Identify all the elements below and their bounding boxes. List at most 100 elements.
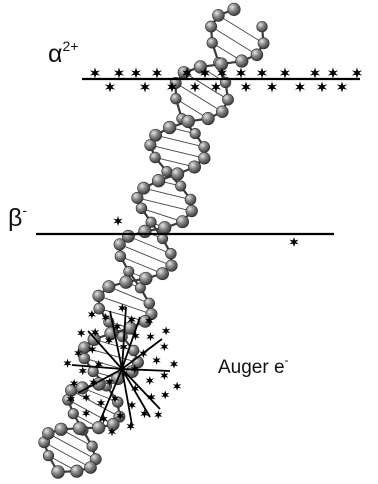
- alpha-ionization-star: [337, 81, 347, 93]
- auger-electron-ray: [121, 368, 161, 410]
- auger-electron-ray: [121, 368, 151, 418]
- base-pair-rung: [137, 197, 192, 212]
- nucleotide-bead: [87, 366, 99, 378]
- nucleotide-bead: [212, 9, 225, 22]
- base-pair-rung: [119, 243, 172, 267]
- nucleotide-bead: [42, 427, 55, 440]
- nucleotide-bead: [42, 450, 55, 462]
- alpha-ionization-star: [211, 81, 221, 93]
- auger-electron-ray: [77, 368, 123, 394]
- nucleotide-bead: [235, 54, 249, 68]
- base-pair-rung: [141, 207, 183, 223]
- base-pair-rung: [218, 15, 264, 44]
- nucleotide-bead: [187, 160, 202, 174]
- dna-helix-icon: [38, 2, 270, 479]
- auger-ionization-star: [160, 342, 169, 352]
- alpha-ionization-star: [152, 67, 162, 79]
- beta-ionization-star: [289, 236, 299, 248]
- nucleotide-bead: [131, 191, 144, 204]
- nucleotide-bead: [198, 141, 211, 153]
- nucleotide-bead: [185, 204, 198, 218]
- nucleotide-bead: [135, 202, 148, 215]
- base-pair-rung: [175, 82, 223, 113]
- nucleotide-bead: [51, 465, 65, 479]
- base-pair-rung: [210, 26, 258, 56]
- nucleotide-bead: [161, 165, 173, 178]
- alpha-ionization-star: [241, 81, 251, 93]
- nucleotide-bead: [257, 37, 270, 50]
- nucleotide-bead: [93, 302, 105, 315]
- auger-electron-ray: [121, 306, 127, 370]
- nucleotide-bead: [158, 221, 172, 235]
- base-pair-rung: [154, 157, 195, 168]
- alpha-ionization-star: [90, 67, 100, 79]
- alpha-ionization-star: [310, 67, 320, 79]
- nucleotide-bead: [227, 2, 241, 16]
- alpha-ionization-star: [295, 81, 305, 93]
- nucleotide-bead: [137, 181, 151, 195]
- base-pair-rung: [143, 187, 191, 200]
- base-pair-rung: [120, 255, 163, 275]
- nucleotide-bead: [256, 21, 268, 33]
- auger-ionization-star: [126, 421, 135, 431]
- alpha-ionization-star: [190, 81, 200, 93]
- alpha-ionization-star: [131, 67, 141, 79]
- nucleotide-bead: [156, 267, 169, 281]
- auger-electron-ray: [121, 368, 133, 426]
- nucleotide-bead: [151, 174, 166, 188]
- auger-ionization-star: [169, 359, 179, 369]
- nucleotide-bead: [184, 193, 197, 206]
- nucleotide-bead: [189, 128, 201, 140]
- nucleotide-bead: [121, 229, 135, 243]
- base-pair-rung: [43, 441, 91, 468]
- nucleotide-bead: [114, 250, 127, 263]
- nucleotide-bead: [86, 440, 98, 452]
- nucleotide-bead: [149, 151, 161, 164]
- nucleotide-bead: [134, 282, 146, 294]
- nucleotide-bead: [175, 180, 187, 192]
- nucleotide-bead: [201, 112, 215, 126]
- nucleotide-bead: [163, 120, 177, 135]
- nucleotide-bead: [138, 224, 152, 239]
- base-pair-rung: [183, 72, 229, 100]
- nucleotide-bead: [216, 105, 229, 118]
- auger-ionization-star: [63, 358, 72, 368]
- auger-electron-ray: [109, 310, 123, 370]
- alpha-ionization-star: [280, 67, 290, 79]
- base-pair-rung: [128, 235, 172, 255]
- nucleotide-bead: [92, 420, 106, 435]
- auger-ionization-star: [78, 366, 87, 376]
- nucleotide-bead: [113, 238, 126, 251]
- nucleotide-bead: [145, 216, 157, 228]
- nucleotide-bead: [106, 418, 120, 431]
- base-pair-rung: [150, 144, 205, 159]
- nucleotide-bead: [119, 275, 133, 289]
- nucleotide-bead: [65, 384, 78, 397]
- base-pair-rung: [48, 433, 96, 460]
- nucleotide-bead: [222, 93, 234, 106]
- base-pair-rung: [98, 295, 152, 315]
- nucleotide-bead: [123, 265, 135, 278]
- nucleotide-bead: [78, 341, 91, 354]
- auger-ionization-star: [161, 390, 170, 400]
- alpha-ionization-star: [140, 81, 150, 93]
- nucleotide-bead: [149, 128, 162, 142]
- auger-ionization-star: [81, 408, 91, 418]
- auger-ionization-star: [161, 326, 171, 336]
- alpha-ionization-star: [352, 67, 362, 79]
- auger-electron-ray: [121, 368, 171, 372]
- base-pair-rung: [99, 308, 146, 322]
- nucleotide-bead: [250, 48, 264, 62]
- nucleotide-bead: [165, 247, 177, 260]
- alpha-ionization-star: [105, 81, 115, 93]
- radiation-tracks: [36, 77, 360, 426]
- base-pair-rung: [155, 134, 205, 148]
- nucleotide-bead: [54, 422, 68, 436]
- nucleotide-bead: [205, 20, 218, 33]
- alpha-ionization-star: [317, 81, 327, 93]
- auger-electron-ray: [121, 316, 141, 370]
- nucleotide-bead: [92, 289, 105, 303]
- alpha-ionization-star: [328, 67, 338, 79]
- auger-ionization-star: [96, 398, 106, 408]
- nucleotide-bead: [102, 280, 116, 294]
